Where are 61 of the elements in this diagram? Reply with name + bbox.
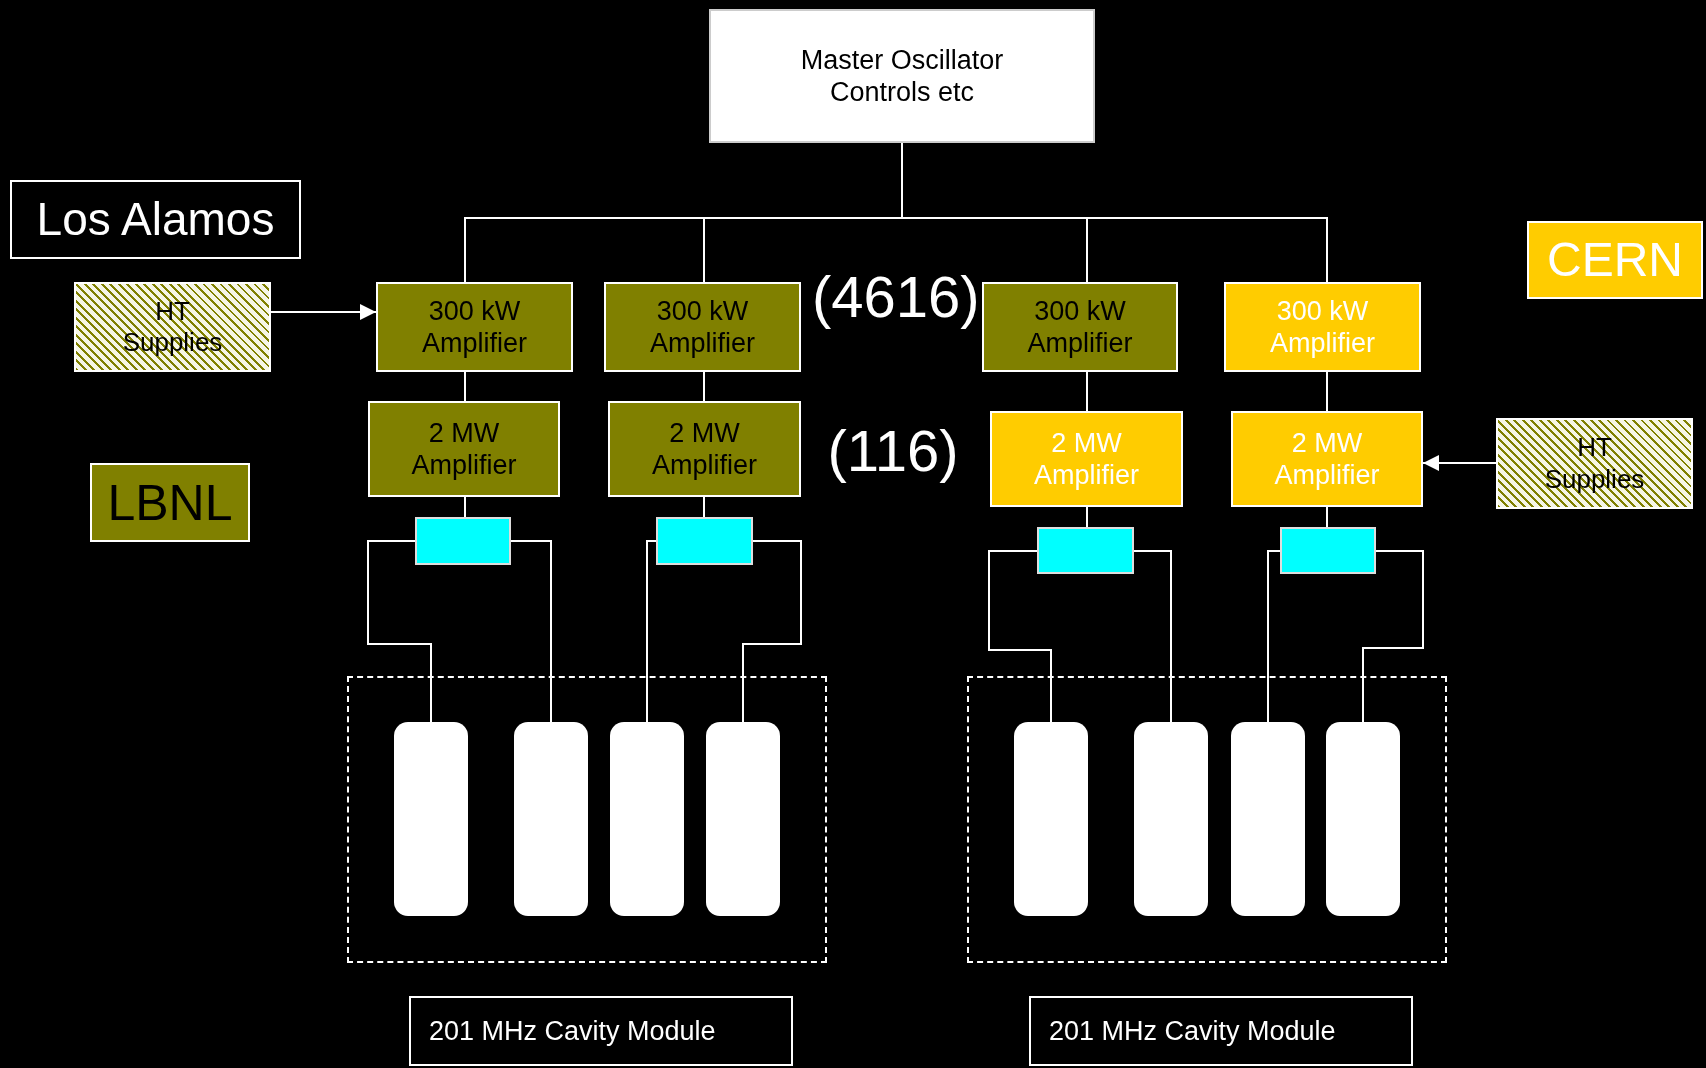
connector-line [703, 371, 705, 402]
node-label: 2 MW Amplifier [1033, 426, 1140, 492]
institution-box [90, 463, 250, 542]
node-label: 2 MW Amplifier [651, 416, 758, 482]
cavity [706, 722, 780, 916]
node-label: Master Oscillator Controls etc [799, 43, 1005, 109]
amplifier-box [604, 282, 801, 372]
connector-line [1133, 550, 1172, 723]
connector-line [1267, 550, 1281, 723]
connector-line [646, 540, 657, 723]
cavity [1231, 722, 1305, 916]
connector-line [464, 496, 466, 518]
connector-line [367, 540, 432, 723]
module-label-box [1029, 996, 1413, 1066]
node-label: 300 kW Amplifier [1269, 294, 1376, 360]
controller-box [709, 9, 1095, 143]
cavity-module-outline [347, 676, 827, 963]
connector-line [1086, 371, 1088, 412]
node-label: 2 MW Amplifier [410, 416, 518, 482]
cavity [1134, 722, 1208, 916]
node-label: 300 kW Amplifier [1026, 294, 1134, 360]
arrow [1422, 455, 1497, 471]
cavity [610, 722, 684, 916]
connector-line [742, 540, 802, 723]
node-label: 201 MHz Cavity Module [1049, 1014, 1336, 1048]
connector-line [464, 371, 466, 402]
amplifier-box [1224, 282, 1421, 372]
amplifier-box [376, 282, 573, 372]
splitter-box [1037, 527, 1134, 574]
institution-box [1527, 221, 1703, 299]
connector-line [510, 540, 552, 723]
arrow [270, 304, 377, 320]
cavity [394, 722, 468, 916]
node-label: LBNL [107, 473, 233, 533]
node-label: 2 MW Amplifier [1273, 426, 1381, 492]
node-label: CERN [1547, 232, 1683, 289]
node-label: 300 kW Amplifier [649, 294, 756, 360]
institution-box [10, 180, 301, 259]
cavity [1326, 722, 1400, 916]
cavity [1014, 722, 1088, 916]
amplifier-box [982, 282, 1178, 372]
connector-line [1326, 371, 1328, 412]
connector-line [1362, 550, 1424, 723]
splitter-box [1280, 527, 1376, 574]
node-label: 201 MHz Cavity Module [429, 1014, 716, 1048]
cavity-module-outline [967, 676, 1447, 963]
connector-line [988, 550, 1052, 723]
amplifier-box [990, 411, 1183, 507]
amplifier-box [1231, 411, 1423, 507]
splitter-box [415, 517, 511, 565]
node-label: 300 kW Amplifier [421, 294, 528, 360]
amplifier-box [368, 401, 560, 497]
module-label-box [409, 996, 793, 1066]
supply-box [1496, 418, 1693, 509]
connector-line [1086, 506, 1088, 528]
amplifier-box [608, 401, 801, 497]
connector-line [703, 496, 705, 518]
cavity [514, 722, 588, 916]
connector-line [1326, 506, 1328, 528]
splitter-box [656, 517, 753, 565]
node-label: Los Alamos [36, 191, 275, 247]
